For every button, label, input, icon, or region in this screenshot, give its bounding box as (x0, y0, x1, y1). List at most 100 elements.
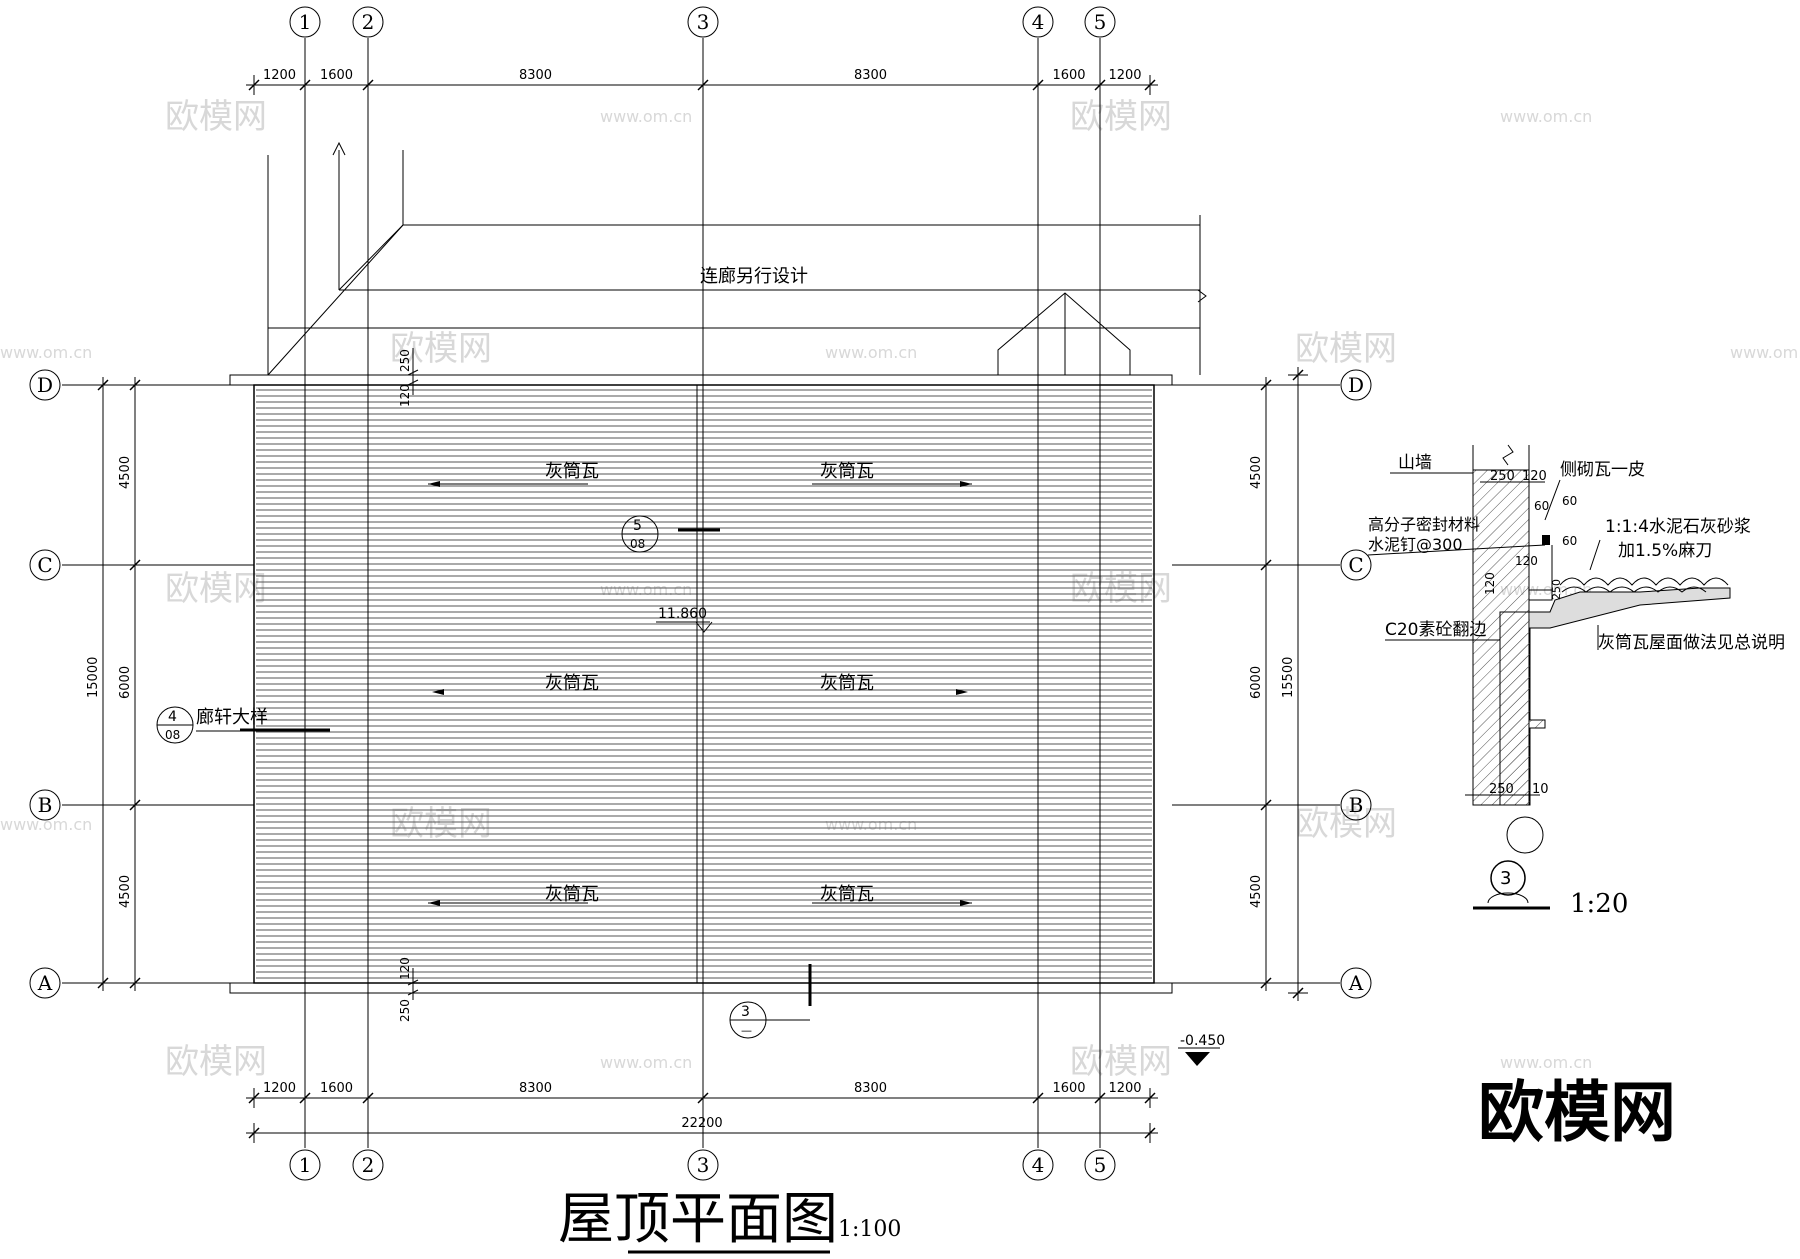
axis-label: A (1348, 971, 1364, 995)
axis-label: B (1349, 793, 1364, 817)
tile-label: 灰筒瓦 (545, 673, 599, 694)
dim-value: 4500 (1249, 875, 1264, 908)
dim-value: 1600 (320, 68, 353, 83)
svg-text:60: 60 (1534, 499, 1549, 513)
svg-text:250: 250 (398, 999, 412, 1022)
tile-label: 灰筒瓦 (820, 461, 874, 482)
brand-logo: 欧模网 (1478, 1074, 1676, 1151)
svg-text:3: 3 (741, 1004, 750, 1020)
dim-value: 8300 (854, 68, 887, 83)
svg-text:60: 60 (1562, 494, 1577, 508)
detail-reference: 3 1:20 (1473, 860, 1628, 919)
axis-bubble (687, 6, 719, 38)
dim-value: 8300 (854, 1081, 887, 1096)
svg-text:3: 3 (1500, 868, 1511, 889)
axis-bubble (1022, 6, 1054, 38)
watermark-logo: 欧模网 (165, 569, 267, 609)
label-sealant: 高分子密封材料 (1368, 515, 1480, 534)
watermark-logo: 欧模网 (165, 1042, 267, 1082)
axis-bubble (1340, 967, 1372, 999)
ridge-elevation: 11.860 (658, 606, 707, 622)
svg-text:120: 120 (1522, 469, 1547, 484)
axis-bubble (289, 1149, 321, 1181)
axis-label: 5 (1094, 1153, 1107, 1177)
dim-value: 6000 (118, 666, 133, 699)
axis-label: 4 (1032, 10, 1045, 34)
svg-text:5: 5 (633, 518, 642, 534)
axis-bubble (352, 1149, 384, 1181)
svg-text:120: 120 (398, 957, 412, 980)
dim-value: 1200 (263, 68, 296, 83)
watermark-logo: 欧模网 (1295, 329, 1397, 369)
svg-text:—: — (741, 1024, 752, 1037)
axis-bubble (1084, 1149, 1116, 1181)
dim-value: 4500 (1249, 456, 1264, 489)
callout-section-3: 3 — (729, 964, 812, 1039)
tile-label: 灰筒瓦 (545, 884, 599, 905)
axis-label: 3 (697, 10, 710, 34)
tile-label: 灰筒瓦 (820, 673, 874, 694)
axis-bubble (289, 6, 321, 38)
svg-text:120: 120 (1483, 572, 1497, 595)
callout-detail-5: 5 08 (621, 515, 720, 553)
label-side-tile: 侧砌瓦一皮 (1560, 460, 1645, 480)
watermark-url: www.om.cn (600, 580, 692, 599)
axis-bubble (29, 369, 61, 401)
dim-value: 1600 (320, 1081, 353, 1096)
watermark-logo: 欧模网 (1070, 97, 1172, 137)
svg-text:4: 4 (168, 709, 177, 725)
svg-text:120: 120 (1515, 554, 1538, 568)
watermark-url: www.om.cn (0, 815, 92, 834)
svg-text:250: 250 (1550, 579, 1563, 600)
drawing-scale: 1:100 (838, 1217, 901, 1242)
roof-tile-hatch (256, 389, 1152, 979)
slope-arrow-head (960, 900, 972, 906)
dim-value: 22200 (681, 1116, 722, 1131)
axis-bubble (1340, 789, 1372, 821)
tile-label: 灰筒瓦 (820, 884, 874, 905)
axis-bubble (29, 549, 61, 581)
label-hemp: 加1.5%麻刀 (1618, 541, 1712, 561)
axis-label: C (37, 553, 52, 577)
axis-label: B (38, 793, 53, 817)
svg-text:250: 250 (1490, 469, 1515, 484)
dim-value: 1600 (1052, 1081, 1085, 1096)
corridor-note: 连廊另行设计 (700, 266, 808, 287)
axis-label: 3 (697, 1153, 710, 1177)
svg-text:120: 120 (398, 384, 412, 407)
watermark-logo: 欧模网 (1295, 804, 1397, 844)
dim-value: 15000 (86, 657, 101, 698)
wall-eave-detail: 山墙 250 120 侧砌瓦一皮 60 60 60 高分子密封材料 水泥钉@30… (1367, 444, 1785, 854)
axis-bubble (29, 789, 61, 821)
eave-detail-label: 廊轩大样 (196, 707, 268, 728)
axis-bubble (352, 6, 384, 38)
tile-labels: 灰筒瓦 灰筒瓦 灰筒瓦 灰筒瓦 灰筒瓦 灰筒瓦 (428, 461, 972, 906)
svg-text:08: 08 (165, 728, 180, 742)
axis-label: 1 (299, 10, 312, 34)
axis-bubble (1340, 369, 1372, 401)
axis-label: C (1348, 553, 1363, 577)
svg-text:60: 60 (1562, 534, 1577, 548)
watermark-url: www.om.cn (825, 815, 917, 834)
watermark-logo: 欧模网 (1070, 569, 1172, 609)
axis-label: A (37, 971, 53, 995)
label-nail: 水泥钉@300 (1368, 535, 1463, 554)
dim-value: 4500 (118, 456, 133, 489)
watermark-logo: 欧模网 (165, 97, 267, 137)
dim-value: 4500 (118, 875, 133, 908)
drawing-title: 屋顶平面图 (558, 1187, 838, 1252)
watermark-logo: 欧模网 (390, 804, 492, 844)
axis-label: 2 (362, 10, 375, 34)
watermark-logo: 欧模网 (390, 329, 492, 369)
watermark-url: www.om.cn (1500, 107, 1592, 126)
detail-scale: 1:20 (1570, 889, 1628, 919)
watermark-url: www.om.cn (1730, 343, 1800, 362)
slope-arrow-head (956, 689, 968, 695)
watermark-url: www.om.cn (0, 343, 92, 362)
slope-arrow-head (428, 900, 440, 906)
watermark-url: www.om.cn (600, 1053, 692, 1072)
tile-label: 灰筒瓦 (545, 461, 599, 482)
